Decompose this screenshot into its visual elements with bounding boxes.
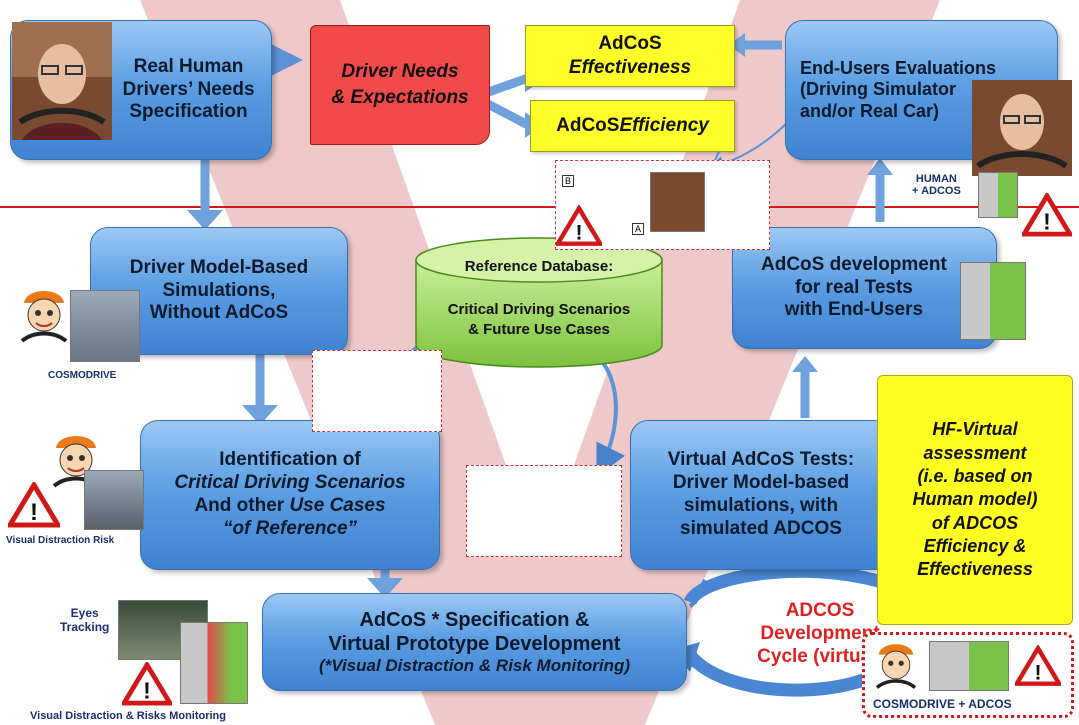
svg-text:!: !	[30, 499, 38, 526]
visual-distraction-risk-label: Visual Distraction Risk	[6, 535, 115, 546]
warning-triangle-icon: !	[8, 482, 60, 528]
driver-face-small-image	[650, 172, 705, 232]
driver-needs-line-1: Driver Needs	[341, 61, 459, 83]
scenario-b-label: B	[562, 175, 575, 187]
hf-line-6: Efficiency &	[923, 536, 1027, 557]
adcos-effectiveness-scroll: AdCoS Effectiveness	[525, 25, 735, 87]
identification-line-2: Critical Driving Scenarios	[174, 472, 406, 494]
real-human-line-1: Real Human	[133, 55, 244, 77]
driver-model-line-1: Driver Model-Based	[129, 256, 309, 278]
database-line-2: & Future Use Cases	[468, 320, 610, 338]
end-users-line-3: and/or Real Car)	[800, 100, 940, 121]
hf-line-3: (i.e. based on	[917, 465, 1033, 486]
effectiveness-line-1: AdCoS	[598, 33, 662, 55]
identification-line-1: Identification of	[219, 449, 361, 471]
warning-triangle-icon-scenario: !	[556, 205, 602, 246]
identification-line-3b: Use Cases	[289, 495, 386, 516]
real-car-test-image	[960, 262, 1026, 340]
end-users-line-2: (Driving Simulator	[800, 79, 957, 100]
effectiveness-line-2: Effectiveness	[568, 57, 692, 78]
cycle-line-1: ADCOS	[785, 600, 855, 621]
warning-triangle-icon-cycle: !	[1015, 645, 1061, 686]
adcos-dev-line-1: AdCoS development	[761, 253, 947, 275]
hf-line-1: HF-Virtual	[932, 419, 1018, 440]
real-human-line-3: Specification	[129, 101, 248, 123]
svg-text:!: !	[1034, 661, 1041, 684]
svg-text:!: !	[143, 677, 151, 703]
human-driver-photo-top-right	[972, 80, 1072, 176]
scenario-a-label: A	[632, 223, 645, 235]
driver-model-line-2: Simulations,	[162, 279, 276, 301]
cycle-car-image	[929, 641, 1009, 691]
identification-line-3a: And other	[194, 495, 290, 516]
cycle-line-2: Development	[760, 622, 880, 644]
identification-box: Identification of Critical Driving Scena…	[140, 420, 440, 570]
eyes-line-1: Eyes	[70, 606, 99, 620]
cartoon-driver-icon-cycle	[875, 644, 917, 689]
monitoring-dashboard-image	[180, 622, 248, 704]
database-line-1: Critical Driving Scenarios	[447, 301, 631, 318]
end-users-line-1: End-Users Evaluations	[800, 57, 997, 78]
database-body: Critical Driving Scenarios & Future Use …	[420, 300, 658, 339]
adcos-specification-box: AdCoS * Specification & Virtual Prototyp…	[262, 593, 687, 691]
eyes-line-2: Tracking	[60, 620, 110, 635]
warning-triangle-icon-bottom: !	[122, 662, 172, 706]
simulation-road-image	[70, 290, 140, 362]
adcos-efficiency-scroll: AdCoS Efficiency	[530, 100, 735, 152]
cosmodrive-adcos-label: COSMODRIVE + ADCOS	[873, 697, 1012, 711]
visual-distraction-monitoring-label: Visual Distraction & Risks Monitoring	[30, 710, 226, 722]
hf-virtual-assessment-scroll: HF-Virtual assessment (i.e. based on Hum…	[877, 375, 1073, 625]
real-human-line-2: Drivers’ Needs	[122, 78, 255, 100]
distraction-road-image	[84, 470, 144, 530]
scenario-panel-middle	[312, 350, 442, 432]
virtual-adcos-tests-box: Virtual AdCoS Tests: Driver Model-based …	[630, 420, 892, 570]
efficiency-part-2: Efficiency	[619, 115, 709, 136]
adcos-dev-line-2: for real Tests	[794, 276, 913, 298]
virtual-tests-line-3: simulations, with	[683, 495, 839, 516]
driver-model-line-3: Without AdCoS	[149, 302, 289, 324]
virtual-tests-line-4: simulated ADCOS	[680, 517, 842, 539]
driver-needs-scroll: Driver Needs & Expectations	[310, 25, 490, 145]
hf-line-4: Human model)	[912, 489, 1038, 510]
adcos-cycle-label: ADCOS Development Cycle (virtual)	[755, 600, 885, 668]
cycle-line-3: Cycle (virtual)	[757, 645, 883, 667]
efficiency-part-1: AdCoS	[556, 115, 620, 136]
warning-triangle-icon-right: !	[1022, 193, 1072, 237]
virtual-tests-line-1: Virtual AdCoS Tests:	[667, 449, 855, 471]
driver-needs-line-2: & Expectations	[331, 87, 469, 108]
human-line-2: + ADCOS	[912, 185, 961, 198]
cosmodrive-label: COSMODRIVE	[48, 370, 117, 381]
hf-line-7: Effectiveness	[917, 559, 1033, 580]
svg-text:!: !	[1043, 208, 1051, 234]
adcos-spec-line-1: AdCoS * Specification &	[359, 608, 590, 631]
cartoon-driver-icon	[20, 291, 68, 343]
eyes-tracking-label: Eyes Tracking	[60, 606, 109, 635]
human-driver-photo-top-left	[12, 22, 112, 140]
virtual-tests-line-2: Driver Model-based	[672, 472, 850, 494]
scenario-panel-bottom	[466, 465, 622, 557]
adcos-dev-line-3: with End-Users	[784, 299, 924, 321]
human-adcos-label: HUMAN + ADCOS	[912, 173, 961, 197]
adcos-spec-line-2: Virtual Prototype Development	[328, 632, 621, 655]
cosmodrive-adcos-panel: ! COSMODRIVE + ADCOS	[862, 632, 1074, 718]
human-line-1: HUMAN	[915, 173, 957, 185]
hf-line-5: of ADCOS	[931, 512, 1019, 533]
adcos-spec-line-3: (*Visual Distraction & Risk Monitoring)	[318, 655, 631, 675]
database-title: Reference Database:	[464, 258, 614, 275]
hf-line-2: assessment	[923, 442, 1027, 463]
svg-text:!: !	[575, 221, 582, 244]
human-adcos-car-image	[978, 172, 1018, 218]
adcos-development-box: AdCoS development for real Tests with En…	[732, 227, 997, 349]
identification-line-4: “of Reference”	[222, 517, 358, 539]
